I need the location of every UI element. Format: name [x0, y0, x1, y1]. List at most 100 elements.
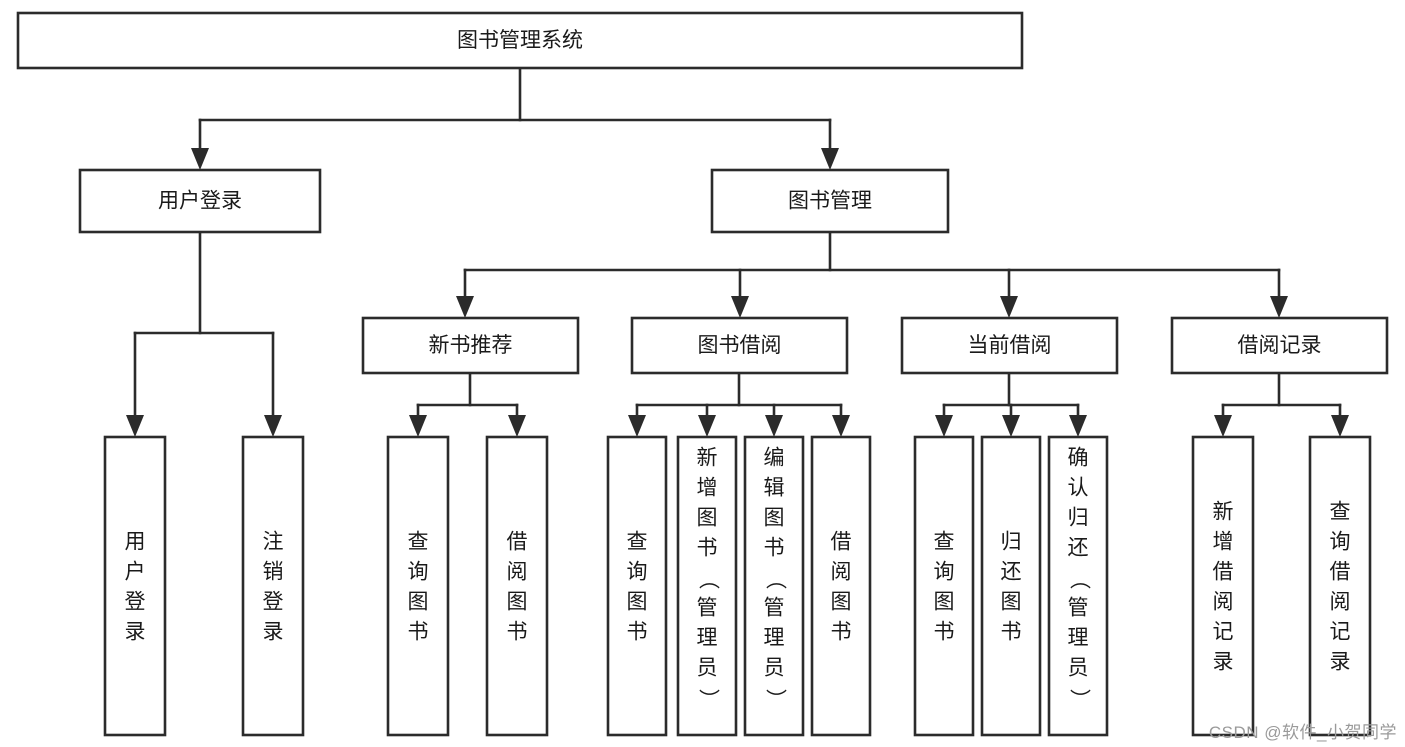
- node-label-char: 辑: [764, 477, 785, 500]
- arrow-head-icon: [821, 148, 839, 170]
- node-label-char: 新: [1213, 501, 1234, 524]
- module-node-book-manage[interactable]: 图书管理: [710, 168, 950, 234]
- node-label-char: 图: [934, 591, 955, 614]
- node-box[interactable]: [386, 435, 450, 737]
- node-label-char: 销: [263, 561, 284, 584]
- arrow-head-icon: [1069, 415, 1087, 437]
- node-box[interactable]: [1308, 435, 1372, 737]
- connector-root-to-level2: [191, 66, 839, 170]
- node-label-char: 记: [1330, 621, 1351, 644]
- node-label-char: 归: [1068, 507, 1089, 530]
- node-box[interactable]: [676, 435, 738, 737]
- node-box[interactable]: [913, 435, 975, 737]
- connector-new-book-to-leaves: [409, 371, 526, 437]
- node-label-char: 询: [934, 561, 955, 584]
- node-label-char: 管: [697, 597, 718, 620]
- arrow-head-icon: [456, 296, 474, 318]
- node-box[interactable]: [361, 316, 580, 375]
- node-label-char: 登: [125, 591, 146, 614]
- node-label: 图书管理系统: [457, 29, 583, 52]
- node-box[interactable]: [743, 435, 805, 737]
- submodule-node-book-borrow[interactable]: 图书借阅: [630, 316, 849, 375]
- node-label-char: 记: [1213, 621, 1234, 644]
- node-label-char: 管: [1068, 597, 1089, 620]
- leaf-node-leaf-user-login[interactable]: 用户登录: [103, 435, 167, 737]
- node-box[interactable]: [810, 435, 872, 737]
- node-label-char: 还: [1001, 561, 1022, 584]
- node-box[interactable]: [900, 316, 1119, 375]
- node-label-char: 阅: [1330, 591, 1351, 614]
- arrow-head-icon: [935, 415, 953, 437]
- arrow-head-icon: [508, 415, 526, 437]
- arrow-head-icon: [1002, 415, 1020, 437]
- node-label-char: 书: [934, 621, 955, 644]
- submodule-node-current-borrow[interactable]: 当前借阅: [900, 316, 1119, 375]
- submodule-node-borrow-record[interactable]: 借阅记录: [1170, 316, 1389, 375]
- node-layer: 图书管理系统用户登录图书管理新书推荐图书借阅当前借阅借阅记录用户登录注销登录查询…: [16, 11, 1389, 737]
- arrow-head-icon: [409, 415, 427, 437]
- node-box[interactable]: [606, 435, 668, 737]
- node-box[interactable]: [1170, 316, 1389, 375]
- arrow-head-icon: [832, 415, 850, 437]
- arrow-head-icon: [1214, 415, 1232, 437]
- node-label-char: 书: [627, 621, 648, 644]
- node-box[interactable]: [710, 168, 950, 234]
- node-label-char: 户: [125, 561, 146, 584]
- node-label-char: 查: [934, 531, 955, 554]
- node-box[interactable]: [103, 435, 167, 737]
- node-label-char: 图: [507, 591, 528, 614]
- node-label-char: 录: [263, 621, 284, 644]
- node-label-char: ）: [696, 689, 719, 710]
- node-box[interactable]: [78, 168, 322, 234]
- node-label-char: （: [1067, 569, 1090, 590]
- node-box[interactable]: [980, 435, 1042, 737]
- arrow-head-icon: [264, 415, 282, 437]
- node-label-char: 图: [764, 507, 785, 530]
- node-label-char: 编: [764, 447, 785, 470]
- node-label-char: 查: [1330, 501, 1351, 524]
- submodule-node-new-book-recommend[interactable]: 新书推荐: [361, 316, 580, 375]
- node-box[interactable]: [1047, 435, 1109, 737]
- node-label: 借阅记录: [1238, 334, 1322, 357]
- node-box[interactable]: [241, 435, 305, 737]
- node-label-char: 书: [408, 621, 429, 644]
- arrow-head-icon: [731, 296, 749, 318]
- node-label-char: 图: [831, 591, 852, 614]
- node-label-char: 书: [1001, 621, 1022, 644]
- node-box[interactable]: [16, 11, 1024, 70]
- node-box[interactable]: [630, 316, 849, 375]
- node-label-char: （: [696, 569, 719, 590]
- arrow-head-icon: [191, 148, 209, 170]
- node-label-char: 理: [764, 627, 785, 650]
- node-label-char: 借: [1213, 561, 1234, 584]
- node-label-char: 注: [263, 531, 284, 554]
- node-label-char: 录: [1213, 651, 1234, 674]
- node-label-char: 借: [831, 531, 852, 554]
- module-node-user-login[interactable]: 用户登录: [78, 168, 322, 234]
- connector-user-login-to-leaves: [126, 230, 282, 437]
- node-label-char: 增: [697, 477, 718, 500]
- node-box[interactable]: [1191, 435, 1255, 737]
- node-label-char: 理: [1068, 627, 1089, 650]
- node-label-char: 书: [507, 621, 528, 644]
- root-node-system-title[interactable]: 图书管理系统: [16, 11, 1024, 70]
- node-label-char: 认: [1068, 477, 1089, 500]
- node-label-char: 新: [697, 447, 718, 470]
- node-label-char: 借: [507, 531, 528, 554]
- node-box[interactable]: [485, 435, 549, 737]
- node-label-char: 管: [764, 597, 785, 620]
